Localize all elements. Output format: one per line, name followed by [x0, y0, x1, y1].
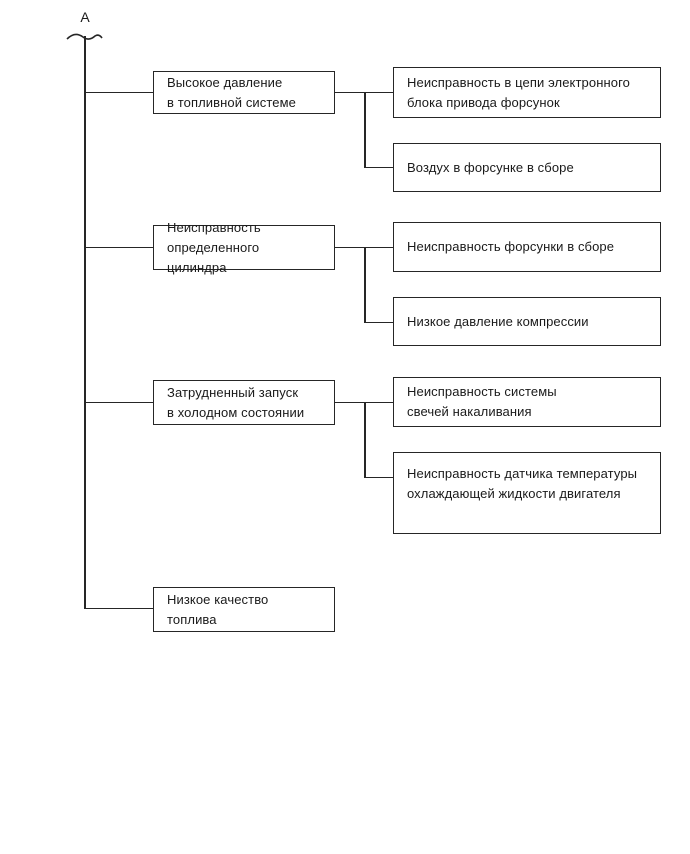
node-coolant-temp-sensor-fault: Неисправность датчика температуры охлажд… [393, 452, 661, 534]
group1-outgoing-line [335, 91, 365, 93]
node-label: Воздух в форсунке в сборе [407, 159, 574, 175]
group2-outgoing-line [335, 246, 365, 248]
node-label: Высокое давление в топливной системе [167, 74, 296, 110]
break-symbol-icon [66, 33, 103, 40]
group2-junction-line [364, 246, 366, 323]
node-low-compression-pressure: Низкое давление компрессии [393, 297, 661, 346]
group1-child2-stub [364, 166, 393, 168]
node-high-fuel-pressure: Высокое давление в топливной системе [153, 71, 335, 114]
node-label: Неисправность в цепи электронного блока … [407, 74, 630, 110]
branch-line-group4 [84, 607, 153, 609]
branch-line-group3 [84, 401, 153, 403]
group3-child1-stub [364, 401, 393, 403]
group1-junction-line [364, 91, 366, 168]
node-injector-driver-circuit-fault: Неисправность в цепи электронного блока … [393, 67, 661, 118]
branch-line-group1 [84, 91, 153, 93]
node-label: Неисправность форсунки в сборе [407, 239, 615, 254]
node-low-fuel-quality: Низкое качество топлива [153, 587, 335, 632]
group2-child2-stub [364, 321, 393, 323]
trunk-line [84, 36, 86, 609]
node-label: Затрудненный запуск в холодном состоянии [167, 384, 305, 420]
node-label: Неисправность датчика температуры охлажд… [407, 466, 638, 501]
node-hard-cold-start: Затрудненный запуск в холодном состоянии [153, 380, 335, 425]
node-label: Низкое давление компрессии [407, 313, 589, 329]
group1-child1-stub [364, 91, 393, 93]
group3-child2-stub [364, 476, 393, 478]
node-label: Неисправность системы свечей накаливания [407, 384, 557, 419]
continuation-marker: A [80, 9, 90, 25]
group2-child1-stub [364, 246, 393, 248]
node-specific-cylinder-fault: Неисправность определенного цилиндра [153, 220, 335, 275]
node-injector-assembly-fault: Неисправность форсунки в сборе [393, 222, 661, 272]
node-label: Неисправность определенного цилиндра [167, 219, 261, 275]
branch-line-group2 [84, 246, 153, 248]
group3-junction-line [364, 401, 366, 478]
group3-outgoing-line [335, 401, 365, 403]
node-glow-plug-system-fault: Неисправность системы свечей накаливания [393, 377, 661, 427]
node-air-in-injector-assembly: Воздух в форсунке в сборе [393, 143, 661, 192]
node-label: Низкое качество топлива [167, 591, 269, 627]
